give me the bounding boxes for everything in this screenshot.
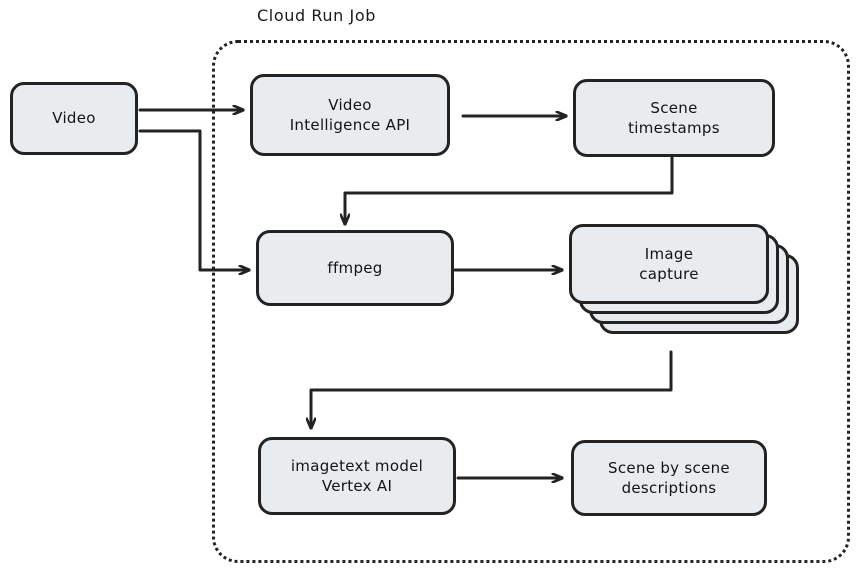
node-scene-by-scene-descriptions[interactable]: Scene by scene descriptions xyxy=(571,440,767,516)
node-video-label: Video xyxy=(52,109,96,128)
node-scene-timestamps-label: Scene timestamps xyxy=(628,98,720,137)
node-video-intelligence-api[interactable]: Video Intelligence API xyxy=(250,74,450,156)
cloud-run-job-group-frame xyxy=(212,40,850,563)
node-video-intelligence-api-label: Video Intelligence API xyxy=(289,95,411,134)
node-image-capture-label: Image capture xyxy=(639,244,699,283)
node-scene-timestamps[interactable]: Scene timestamps xyxy=(573,79,775,157)
image-capture-sheet-1: Image capture xyxy=(569,224,769,304)
node-imagetext-model-vertex-ai[interactable]: imagetext model Vertex AI xyxy=(258,437,456,515)
node-scene-by-scene-descriptions-label: Scene by scene descriptions xyxy=(608,458,730,497)
cloud-run-job-group-label: Cloud Run Job xyxy=(257,6,377,25)
node-image-capture-stack[interactable]: Image capture xyxy=(569,224,815,344)
node-ffmpeg[interactable]: ffmpeg xyxy=(256,230,454,306)
node-imagetext-model-vertex-ai-label: imagetext model Vertex AI xyxy=(290,456,424,495)
node-ffmpeg-label: ffmpeg xyxy=(327,258,383,277)
node-video[interactable]: Video xyxy=(10,82,138,155)
